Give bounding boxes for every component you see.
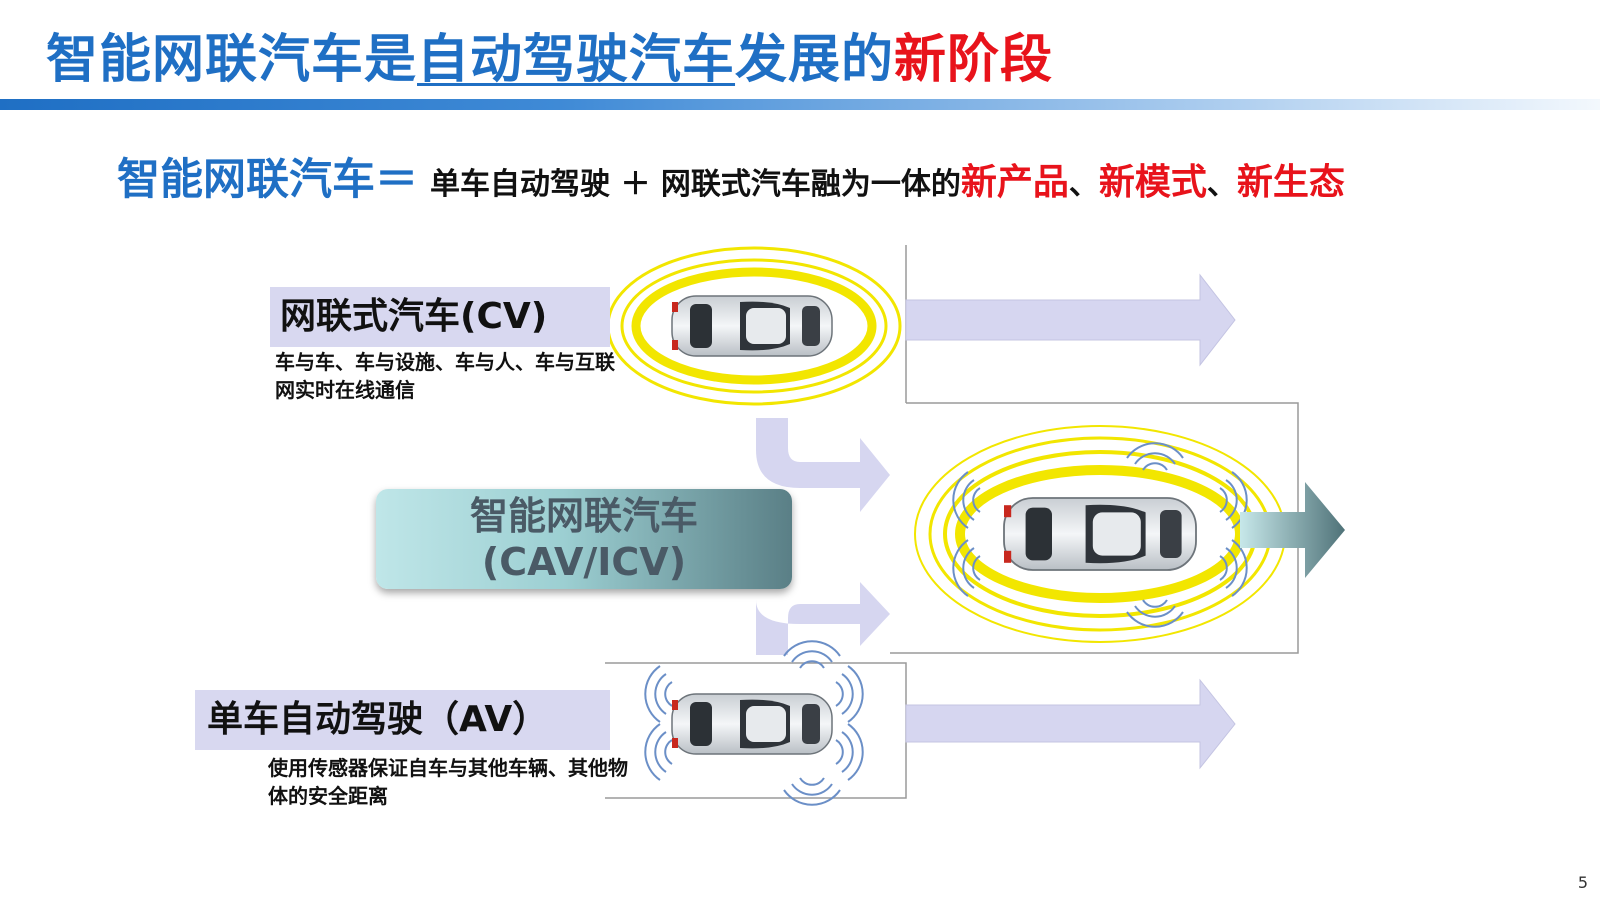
icv-car-group [914, 425, 1286, 643]
slide-title: 智能网联汽车是自动驾驶汽车发展的新阶段 [46, 20, 1053, 100]
cv-label: 网联式汽车(CV) [270, 287, 610, 347]
page-number: 5 [1577, 873, 1588, 892]
title-part-2: 自动驾驶汽车 [417, 30, 736, 90]
formula-new-ecology: 新生态 [1236, 162, 1345, 203]
formula-new-mode: 新模式 [1098, 162, 1207, 203]
definition-formula: 智能网联汽车＝单车自动驾驶 ＋ 网联式汽车融为一体的新产品、新模式、新生态 [117, 150, 1345, 210]
formula-sep-1: 、 [1068, 167, 1099, 202]
formula-body: 单车自动驾驶 ＋ 网联式汽车融为一体的 [430, 167, 961, 202]
cv-car-group [606, 246, 902, 406]
icv-box: 智能网联汽车 (CAV/ICV) [376, 489, 792, 589]
title-part-1: 智能网联汽车是 [46, 30, 418, 90]
formula-new-product: 新产品 [960, 162, 1069, 203]
av-car-group [644, 640, 864, 806]
av-label: 单车自动驾驶（AV） [195, 690, 610, 750]
icv-arrow [1240, 482, 1345, 578]
cv-arrow [905, 273, 1236, 367]
title-part-4: 新阶段 [894, 30, 1054, 90]
av-arrow [905, 678, 1236, 770]
formula-equals: ＝ [375, 155, 418, 205]
cv-description: 车与车、车与设施、车与人、车与互联网实时在线通信 [275, 350, 615, 402]
merge-arrow-bottom [756, 582, 890, 655]
title-part-3: 发展的 [735, 30, 895, 90]
icv-line-2: (CAV/ICV) [481, 540, 687, 584]
av-description: 使用传感器保证自车与其他车辆、其他物体的安全距离 [268, 756, 628, 808]
merge-arrow-top [756, 418, 890, 512]
title-gradient-bar [0, 99, 1600, 110]
formula-sep-2: 、 [1206, 167, 1237, 202]
icv-line-1: 智能网联汽车 [469, 494, 698, 538]
formula-lhs: 智能网联汽车 [117, 155, 375, 205]
